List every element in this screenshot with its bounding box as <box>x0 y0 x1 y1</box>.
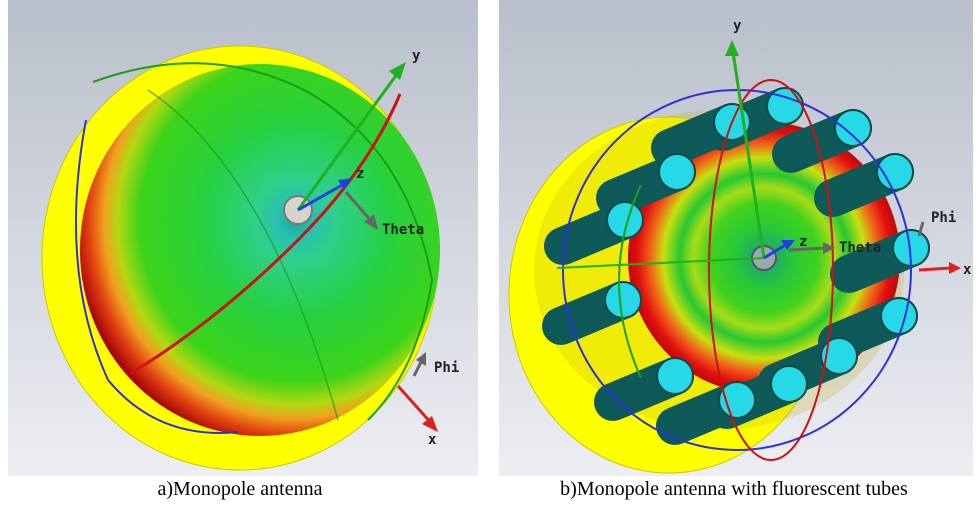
caption-monopole-with-tubes: b)Monopole antenna with fluorescent tube… <box>560 478 908 500</box>
y-axis-line <box>296 69 402 211</box>
red-phi-arc <box>129 93 402 376</box>
y-axis-line <box>731 51 766 259</box>
tube-cap <box>604 281 642 319</box>
tube-cap <box>820 337 858 375</box>
z-axis-label: z <box>356 166 364 182</box>
x-axis-label: x <box>428 432 437 448</box>
theta-arrow-line <box>344 191 374 223</box>
y-axis-arrow <box>389 62 406 80</box>
phi-label: Phi <box>931 210 956 226</box>
x-axis-line <box>396 384 434 426</box>
blue-meridian-arc <box>74 119 239 434</box>
monopole-pattern-view: y z Theta Phi x <box>8 0 478 476</box>
tube-cap <box>770 365 808 403</box>
x-axis-back-line <box>556 257 765 269</box>
green-arc <box>92 62 434 421</box>
theta-arrow-head <box>364 214 378 230</box>
tubes-pattern-view: y z Theta Phi x <box>499 0 973 476</box>
theta-arrow-head <box>823 242 835 254</box>
y-axis-label: y <box>412 48 421 64</box>
phi-arrow-line <box>917 221 925 237</box>
theta-arrow-line <box>788 246 828 252</box>
green-arc <box>618 184 642 379</box>
z-axis-arrow <box>338 178 352 190</box>
tube-cap <box>606 201 644 239</box>
caption-monopole-antenna: a)Monopole antenna <box>157 478 323 500</box>
tube-cap <box>834 109 872 147</box>
theta-label: Theta <box>839 240 881 256</box>
y-axis-label: y <box>733 18 742 34</box>
x-axis-line <box>918 266 952 272</box>
z-axis-arrow <box>781 240 795 250</box>
x-axis-label: x <box>963 262 972 278</box>
green-arc-inner <box>147 89 339 421</box>
phi-arrow-head <box>416 352 426 366</box>
z-axis-label: z <box>799 234 807 250</box>
z-axis-line <box>297 182 345 212</box>
tube-cap <box>656 357 694 395</box>
theta-label: Theta <box>382 222 424 238</box>
tube-cap <box>876 153 914 191</box>
z-axis-line <box>763 242 788 260</box>
y-axis-arrow <box>725 40 739 56</box>
phi-label: Phi <box>434 360 459 376</box>
tube-cap <box>718 381 756 419</box>
red-meridian <box>708 79 834 461</box>
x-axis-arrow <box>949 262 961 274</box>
tube-cap <box>658 153 696 191</box>
blue-circle <box>562 89 912 451</box>
panel-monopole-with-tubes: y z Theta Phi x <box>499 0 973 476</box>
tube-cap <box>880 297 918 335</box>
x-axis-arrow <box>422 416 438 432</box>
panel-monopole-antenna: y z Theta Phi x <box>8 0 478 476</box>
radiation-pattern-dome <box>80 64 440 436</box>
